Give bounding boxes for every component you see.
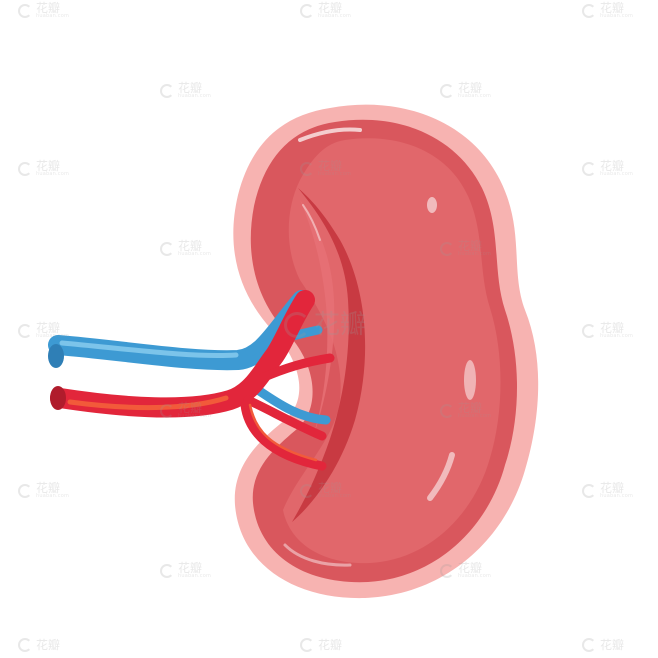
kidney-shine-bottom [283, 543, 352, 567]
vein-branch-lower [253, 385, 331, 425]
artery-branch-lower [240, 400, 327, 471]
artery-branch-mid [243, 395, 327, 441]
artery-branch-highlight [248, 403, 318, 462]
kidney-shine-top [298, 127, 362, 142]
pelvis-shine [302, 204, 321, 241]
renal-vein-highlight [59, 340, 239, 359]
kidney-shine-lower [427, 452, 455, 501]
artery-branch-upper [257, 353, 335, 383]
kidney-shine-right-upper [427, 197, 437, 213]
kidney-shine-right [464, 360, 476, 400]
artery-opening [50, 386, 66, 410]
renal-pelvis-highlight [300, 200, 335, 440]
renal-pelvis [292, 188, 366, 522]
vein-opening [48, 344, 64, 368]
renal-artery-highlight [67, 395, 229, 411]
